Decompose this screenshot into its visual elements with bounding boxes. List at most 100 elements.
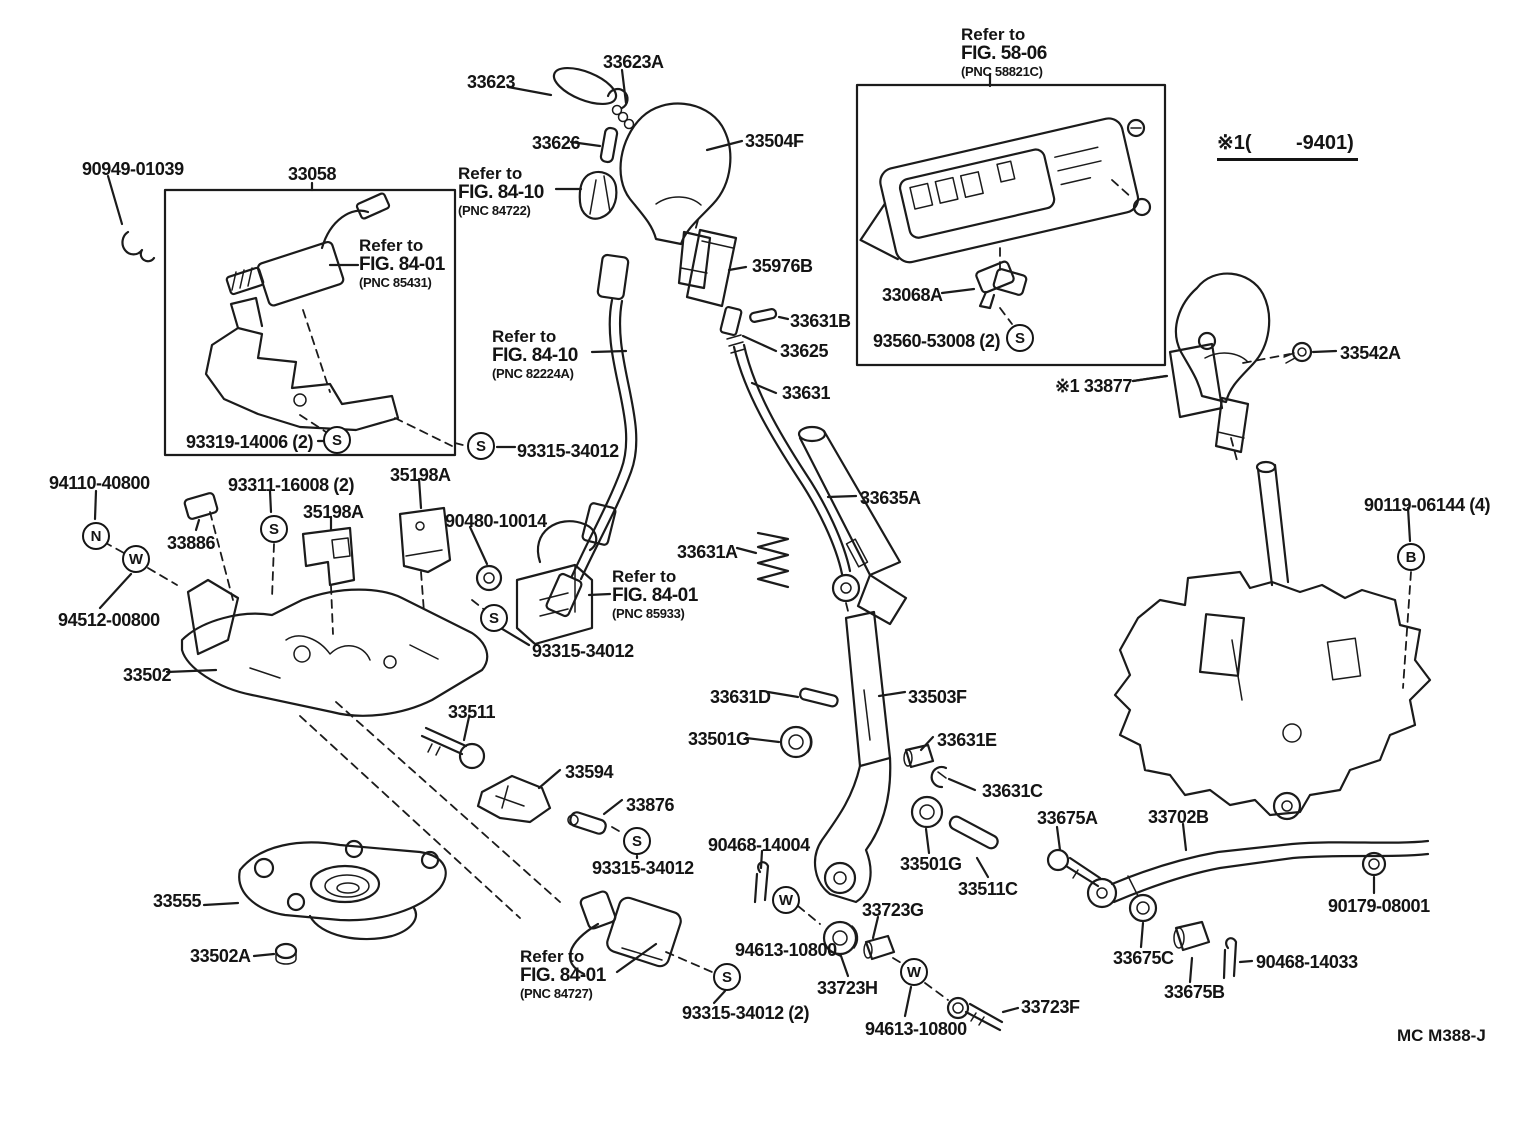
right-lever-assembly bbox=[1113, 272, 1432, 821]
fastener-symbol-s: S bbox=[467, 432, 495, 460]
figure-reference-line: FIG. 58-06 bbox=[961, 43, 1047, 65]
part-label: 33631E bbox=[937, 730, 997, 750]
figure-reference-line: (PNC 85431) bbox=[359, 274, 432, 290]
part-label: 33675C bbox=[1113, 948, 1174, 968]
figure-reference-line: Refer to bbox=[359, 236, 424, 255]
control-shift-lever bbox=[744, 602, 999, 904]
part-label: 33675A bbox=[1037, 808, 1098, 828]
part-label: 94110-40800 bbox=[49, 473, 150, 493]
figure-reference-line: Refer to bbox=[961, 25, 1026, 44]
part-label: 33631 bbox=[782, 383, 831, 403]
figure-reference-line: (PNC 85933) bbox=[612, 605, 685, 621]
part-label: 33635A bbox=[860, 488, 921, 508]
part-label: 33502A bbox=[190, 946, 251, 966]
control-rod-33702B bbox=[1046, 822, 1430, 984]
part-label: 33503F bbox=[908, 687, 967, 707]
part-label: 93315-34012 bbox=[517, 441, 619, 461]
part-label: 33594 bbox=[565, 762, 614, 782]
part-label: 33504F bbox=[745, 131, 804, 151]
part-label: 33886 bbox=[167, 533, 216, 553]
part-label: 33631C bbox=[982, 781, 1043, 801]
figure-reference-line: (PNC 84722) bbox=[458, 202, 531, 218]
shift-lever-retainer-plate bbox=[93, 477, 561, 919]
part-label: 93311-16008 (2) bbox=[228, 475, 355, 495]
part-label: 33501G bbox=[900, 854, 962, 874]
fastener-symbol-b: B bbox=[1397, 543, 1425, 571]
part-label: 33876 bbox=[626, 795, 675, 815]
part-label: 90949-01039 bbox=[82, 159, 184, 179]
part-label: 33068A bbox=[882, 285, 943, 305]
drawing-code: MC M388-J bbox=[1397, 1026, 1486, 1045]
mid-left-parts bbox=[183, 492, 503, 592]
misc-leaders bbox=[1131, 374, 1169, 383]
part-label: 90179-08001 bbox=[1328, 896, 1430, 916]
fastener-symbol-w: W bbox=[772, 886, 800, 914]
part-label: 33542A bbox=[1340, 343, 1401, 363]
figure-reference-line: Refer to bbox=[520, 947, 585, 966]
part-label: 93319-14006 (2) bbox=[186, 432, 314, 452]
part-label: 94613-10800 bbox=[865, 1019, 967, 1039]
figure-reference-line: (PNC 84727) bbox=[520, 985, 593, 1001]
figure-reference-line: FIG. 84-10 bbox=[492, 345, 578, 367]
figure-reference-line: Refer to bbox=[612, 567, 677, 586]
part-label: 33511C bbox=[958, 879, 1018, 899]
part-label: 33631D bbox=[710, 687, 771, 707]
part-label: 33623A bbox=[603, 52, 664, 72]
part-label: 35198A bbox=[390, 465, 451, 485]
lower-base-plate bbox=[202, 839, 447, 965]
fastener-symbol-w: W bbox=[900, 958, 928, 986]
part-label: 33631B bbox=[790, 311, 851, 331]
relay-85933 bbox=[497, 502, 617, 647]
part-label: 33502 bbox=[123, 665, 172, 685]
part-label: 33675B bbox=[1164, 982, 1225, 1002]
inset-box-5806 bbox=[855, 72, 1167, 367]
part-label: 93560-53008 (2) bbox=[873, 331, 1001, 351]
shift-knob-column bbox=[506, 66, 861, 603]
applicability-note: ※1( -9401) bbox=[1217, 130, 1358, 161]
fastener-symbol-w: W bbox=[122, 545, 150, 573]
fastener-symbol-s: S bbox=[1006, 324, 1034, 352]
part-label: 33631A bbox=[677, 542, 738, 562]
fastener-symbol-s: S bbox=[480, 604, 508, 632]
fastener-symbol-s: S bbox=[260, 515, 288, 543]
part-label: 94613-10800 bbox=[735, 940, 837, 960]
figure-reference-line: FIG. 84-10 bbox=[458, 182, 544, 204]
part-label: 94512-00800 bbox=[58, 610, 160, 630]
figure-reference-line: Refer to bbox=[492, 327, 557, 346]
part-label: 33723G bbox=[862, 900, 924, 920]
figure-reference-line: (PNC 58821C) bbox=[961, 63, 1043, 79]
rod-33635A bbox=[797, 425, 908, 626]
part-label: 33723H bbox=[817, 978, 878, 998]
figure-reference-line: Refer to bbox=[458, 164, 523, 183]
part-label: 33555 bbox=[153, 891, 202, 911]
figure-reference-line: FIG. 84-01 bbox=[520, 965, 606, 987]
part-label: 33501G bbox=[688, 729, 750, 749]
part-label: 93315-34012 (2) bbox=[682, 1003, 810, 1023]
fastener-symbol-s: S bbox=[713, 963, 741, 991]
inset-box-33058 bbox=[106, 174, 517, 457]
cable-assembly bbox=[545, 253, 638, 618]
part-label: 33702B bbox=[1148, 807, 1209, 827]
fastener-symbol-s: S bbox=[323, 426, 351, 454]
part-label: 33623 bbox=[467, 72, 516, 92]
part-label: 90119-06144 (4) bbox=[1364, 495, 1491, 515]
part-label: 33626 bbox=[532, 133, 581, 153]
part-label: 90480-10014 bbox=[445, 511, 547, 531]
part-label: 33058 bbox=[288, 164, 337, 184]
part-label: 93315-34012 bbox=[592, 858, 694, 878]
lower-left-fasteners bbox=[420, 715, 639, 860]
part-label: 93315-34012 bbox=[532, 641, 634, 661]
switch-84727 bbox=[568, 890, 727, 1005]
figure-reference-line: FIG. 84-01 bbox=[359, 254, 445, 276]
fastener-symbol-n: N bbox=[82, 522, 110, 550]
part-label: 90468-14033 bbox=[1256, 952, 1358, 972]
part-label: ※1 33877 bbox=[1055, 376, 1132, 396]
